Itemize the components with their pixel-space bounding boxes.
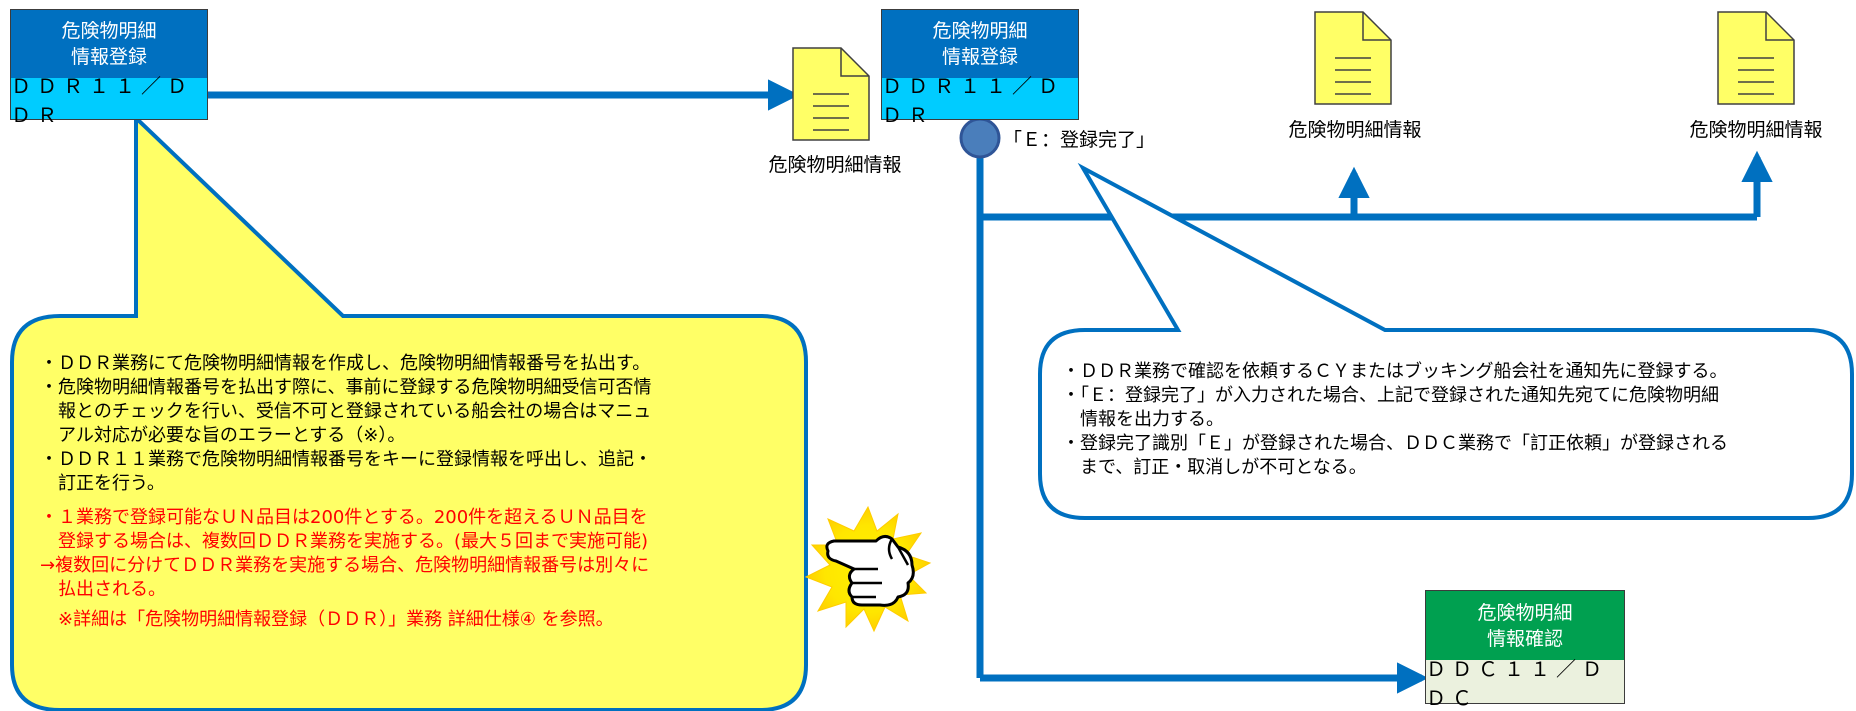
ddr-box-left-code: ＤＤＲ１１／ＤＤＲ: [11, 74, 207, 127]
document-label: 危険物明細情報: [1288, 119, 1422, 141]
left-bubble-line: アル対応が必要な旨のエラーとする（※）。: [40, 425, 406, 446]
status-label: 「Ｅ：登録完了」: [1003, 129, 1156, 151]
right-bubble-line: ・「Ｅ：登録完了」が入力された場合、上記で登録された通知先宛てに危険物明細: [1062, 385, 1719, 406]
ddr-box-left: 危険物明細 情報登録 ＤＤＲ１１／ＤＤＲ: [10, 9, 208, 127]
left-bubble-line: ・ＤＤＲ１１業務で危険物明細情報番号をキーに登録情報を呼出し、追記・: [40, 449, 652, 470]
left-bubble-note-line: ・１業務で登録可能なＵＮ品目は200件とする。200件を超えるＵＮ品目を: [40, 507, 648, 528]
document-icon: [1314, 11, 1392, 105]
ddc-box-code: ＤＤＣ１１／ＤＤＣ: [1426, 657, 1624, 710]
ddr-box-right-line2: 情報登録: [941, 46, 1018, 68]
document-icon: [1717, 11, 1795, 105]
left-callout-bubble: [10, 113, 808, 711]
left-bubble-line: 訂正を行う。: [40, 473, 165, 494]
document-label: 危険物明細情報: [1689, 119, 1823, 141]
ddr-box-left-title: 危険物明細 情報登録: [11, 10, 207, 78]
left-bubble-note-line: →複数回に分けてＤＤＲ業務を実施する場合、危険物明細情報番号は別々に: [40, 555, 650, 576]
left-bubble-note-line: 払出される。: [40, 579, 166, 600]
document-icon: [792, 47, 870, 141]
right-bubble-text: ・ＤＤＲ業務で確認を依頼するＣＹまたはブッキング船会社を通知先に登録する。 ・「…: [1062, 360, 1848, 480]
ddr-box-right: 危険物明細 情報登録 ＤＤＲ１１／ＤＤＲ: [881, 9, 1079, 127]
left-bubble-line: 報とのチェックを行い、受信不可と登録されている船会社の場合はマニュ: [40, 401, 652, 422]
pointing-hand-icon: [804, 505, 932, 633]
left-bubble-text: ・ＤＤＲ業務にて危険物明細情報を作成し、危険物明細情報番号を払出す。 ・危険物明…: [40, 352, 800, 632]
ddr-box-right-code: ＤＤＲ１１／ＤＤＲ: [882, 74, 1078, 127]
ddr-box-left-line1: 危険物明細: [61, 20, 157, 42]
left-bubble-note-line: 登録する場合は、複数回ＤＤＲ業務を実施する。(最大５回まで実施可能): [40, 531, 649, 552]
right-bubble-line: 情報を出力する。: [1062, 409, 1224, 430]
right-bubble-line: まで、訂正・取消しが不可となる。: [1062, 457, 1367, 478]
right-callout-bubble: [1038, 162, 1854, 520]
ddc-box-title: 危険物明細 情報確認: [1426, 591, 1624, 660]
left-bubble-note-line: ※詳細は「危険物明細情報登録（ＤＤＲ）」業務 詳細仕様④ を参照。: [40, 609, 614, 630]
ddc-box: 危険物明細 情報確認 ＤＤＣ１１／ＤＤＣ: [1425, 590, 1625, 710]
left-bubble-line: ・ＤＤＲ業務にて危険物明細情報を作成し、危険物明細情報番号を払出す。: [40, 353, 651, 374]
left-bubble-line: ・危険物明細情報番号を払出す際に、事前に登録する危険物明細受信可否情: [40, 377, 652, 398]
ddr-box-right-title: 危険物明細 情報登録: [882, 10, 1078, 78]
right-bubble-line: ・登録完了識別「Ｅ」が登録された場合、ＤＤＣ業務で「訂正依頼」が登録される: [1062, 433, 1728, 454]
document-label: 危険物明細情報: [768, 154, 902, 176]
ddc-box-line2: 情報確認: [1486, 627, 1563, 650]
ddc-box-line1: 危険物明細: [1477, 601, 1573, 624]
ddr-box-right-line1: 危険物明細: [932, 20, 1028, 42]
right-bubble-line: ・ＤＤＲ業務で確認を依頼するＣＹまたはブッキング船会社を通知先に登録する。: [1062, 361, 1728, 382]
ddr-box-left-line2: 情報登録: [70, 46, 147, 68]
